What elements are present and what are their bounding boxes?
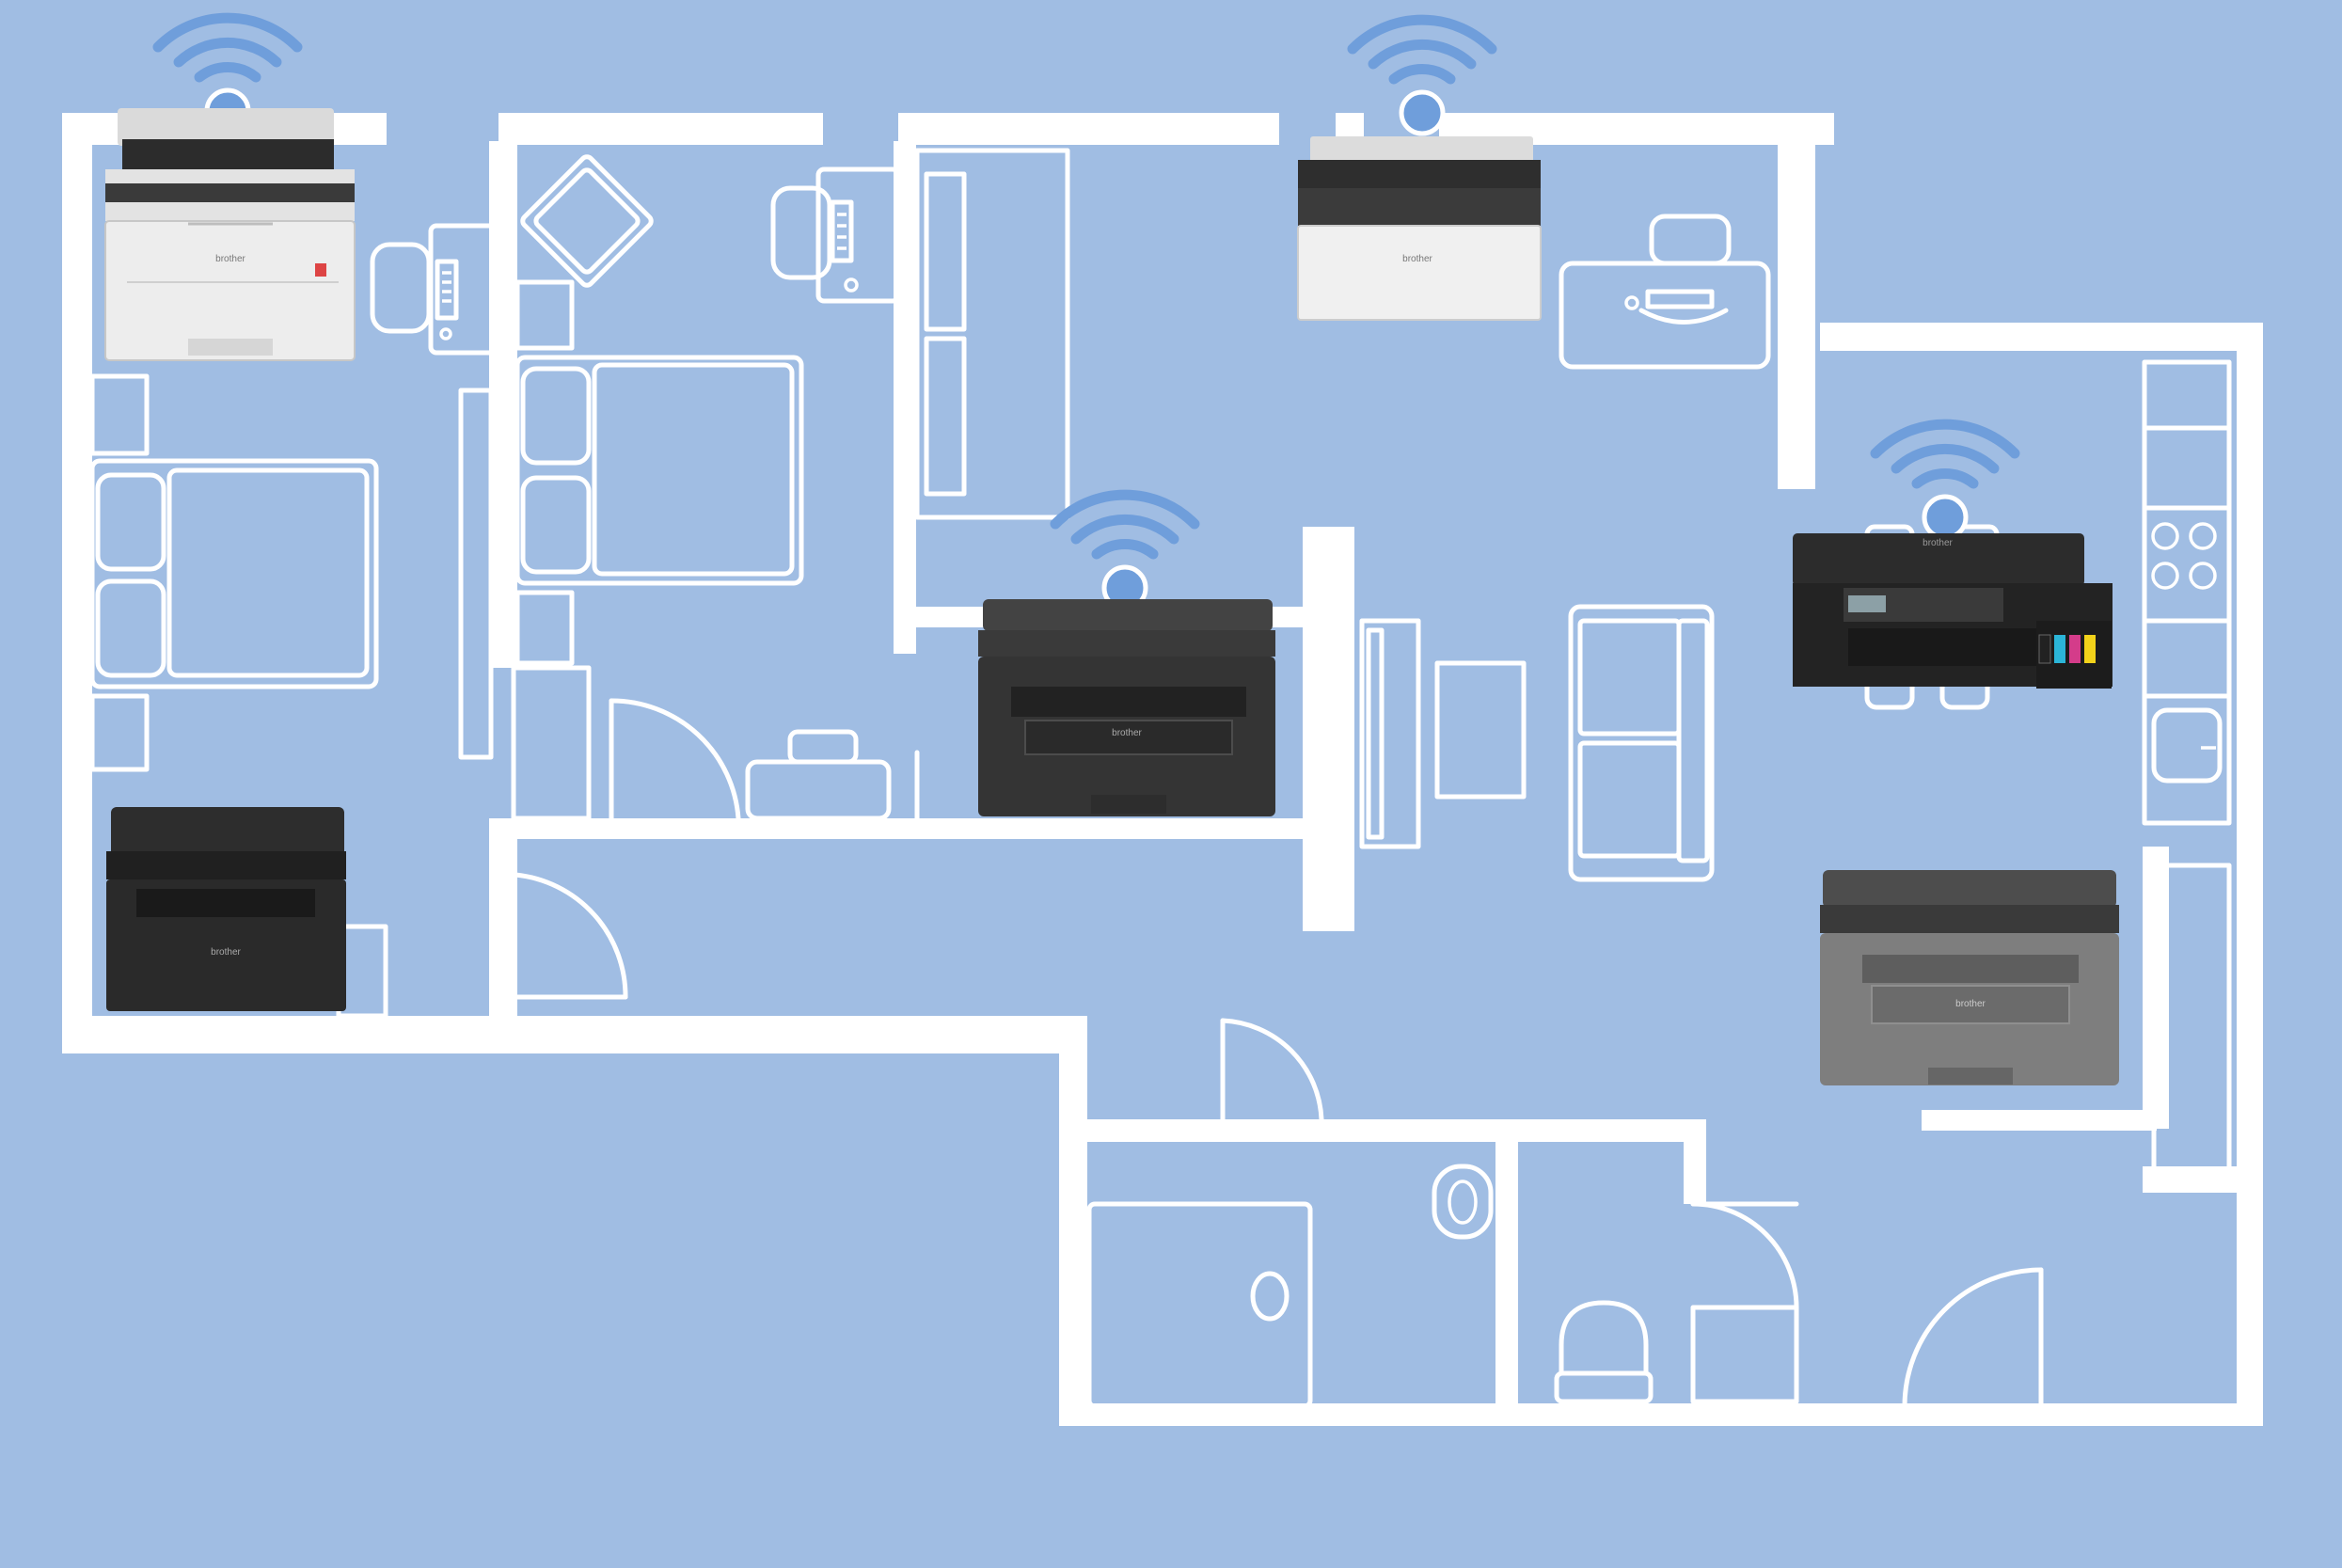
toilet (1554, 1300, 1654, 1404)
desk-with-chair (1559, 214, 1771, 370)
sofa (1568, 604, 1715, 882)
fridge (2151, 863, 2232, 1188)
color-laser-printer-icon: brother (104, 108, 356, 361)
printer-brand: brother (1402, 254, 1432, 264)
laser-mfp-printer-icon: brother (978, 599, 1275, 816)
wifi-signals (152, 12, 2020, 611)
cabinet (511, 665, 592, 821)
desk-with-chair (770, 166, 901, 304)
door (1690, 1201, 1799, 1310)
door (1220, 1018, 1324, 1122)
coffee-table (1434, 660, 1527, 800)
nightstand (89, 693, 150, 772)
compact-mfp-printer-icon: brother (106, 807, 346, 1011)
sink (1432, 1164, 1494, 1240)
armchair (520, 154, 654, 288)
printer-brand: brother (211, 947, 241, 958)
bathtub (1086, 1201, 1313, 1409)
bed (514, 355, 804, 586)
printer-brand: brother (1112, 728, 1142, 738)
tv-stand (1359, 618, 1421, 849)
laser-mfp-printer-icon: brother (1820, 870, 2119, 1085)
bathroom-cabinet (1690, 1305, 1799, 1404)
door (609, 698, 741, 821)
desk-with-chair (370, 223, 498, 356)
door (1902, 1267, 2044, 1409)
nightstand (89, 373, 150, 456)
wifi-icon (1870, 419, 2020, 541)
printer-brand: brother (1923, 538, 1953, 548)
door (505, 872, 628, 1000)
nightstand (514, 590, 575, 666)
mono-mfp-printer-icon: brother (1297, 136, 1542, 321)
kitchen-counter (2142, 359, 2232, 826)
sofa (745, 729, 892, 821)
closet (914, 148, 1070, 520)
ink-tank-printer-icon: brother (1793, 533, 2113, 689)
tv (1366, 627, 1385, 840)
wifi-icon (1347, 14, 1497, 136)
wardrobe (458, 388, 494, 760)
furniture (89, 148, 2232, 1409)
walls (62, 113, 2263, 1426)
printer-brand: brother (1955, 999, 1986, 1009)
nightstand (514, 279, 575, 351)
wifi-icon (1050, 489, 1200, 611)
bed (89, 458, 379, 689)
printer-brand: brother (215, 254, 245, 264)
